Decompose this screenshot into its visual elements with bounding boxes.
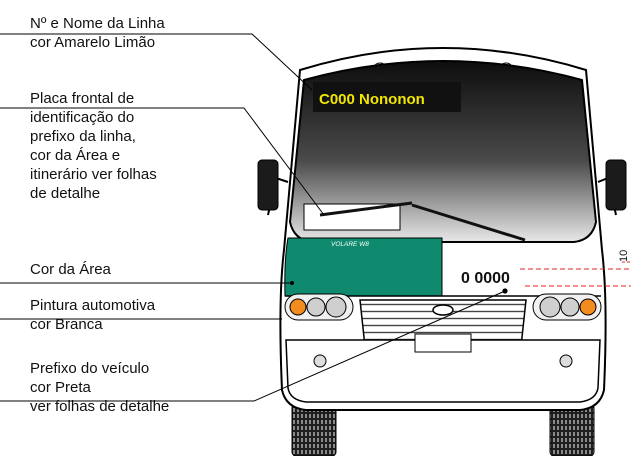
label-vehicle-prefix: Prefixo do veículo cor Preta ver folhas … <box>30 359 169 416</box>
destination-display <box>313 82 461 112</box>
leader-dot-prefix <box>502 288 508 294</box>
leader-dot-area <box>290 281 294 285</box>
front-plate-sign <box>303 203 401 231</box>
label-automotive-paint-2: cor Branca <box>30 316 103 333</box>
label-line-name: Nº e Nome da Linha cor Amarelo Limão <box>30 14 165 52</box>
label-automotive-paint-1: Pintura automotiva <box>30 297 156 314</box>
wiper-left <box>319 201 413 217</box>
leader-line-prefix <box>0 290 506 402</box>
label-front-plate-5: itinerário ver folhas <box>30 166 157 183</box>
dimension-label: 10 <box>618 250 630 262</box>
right-wheel <box>549 403 595 457</box>
fog-light-left <box>313 354 327 368</box>
leader-lines <box>0 33 506 402</box>
label-front-plate-4: cor da Área e <box>30 147 121 164</box>
label-line-name-1: Nº e Nome da Linha <box>30 15 165 32</box>
label-front-plate: Placa frontal de identificação do prefix… <box>30 89 157 203</box>
label-vehicle-prefix-1: Prefixo do veículo <box>30 360 150 377</box>
label-automotive-paint: Pintura automotiva cor Branca <box>30 296 155 334</box>
label-area-color: Cor da Área <box>30 260 111 279</box>
vehicle-prefix-number: 0 0000 <box>461 270 510 287</box>
left-headlights <box>284 293 354 321</box>
label-area-color-1: Cor da Área <box>30 261 111 278</box>
destination-text: C000 Nononon <box>319 91 425 108</box>
right-mirror <box>597 159 627 216</box>
label-vehicle-prefix-3: ver folhas de detalhe <box>30 398 170 415</box>
wiper-right <box>411 203 526 242</box>
label-front-plate-2: identificação do <box>30 109 135 126</box>
label-line-name-2: cor Amarelo Limão <box>30 34 156 51</box>
model-badge: VOLARE W8 <box>331 241 369 248</box>
label-front-plate-6: de detalhe <box>30 185 101 202</box>
brand-logo <box>432 304 454 316</box>
label-front-plate-3: prefixo da linha, <box>30 128 136 145</box>
dimension-lines <box>520 261 631 287</box>
leader-line-plate <box>0 107 325 216</box>
front-bumper <box>285 339 601 403</box>
right-headlights <box>532 293 602 321</box>
leader-line-name <box>0 33 313 91</box>
left-wheel <box>291 403 337 457</box>
label-vehicle-prefix-2: cor Preta <box>30 379 91 396</box>
label-front-plate-1: Placa frontal de <box>30 90 135 107</box>
license-plate <box>414 333 472 353</box>
left-mirror <box>257 159 289 216</box>
fog-light-right <box>559 354 573 368</box>
